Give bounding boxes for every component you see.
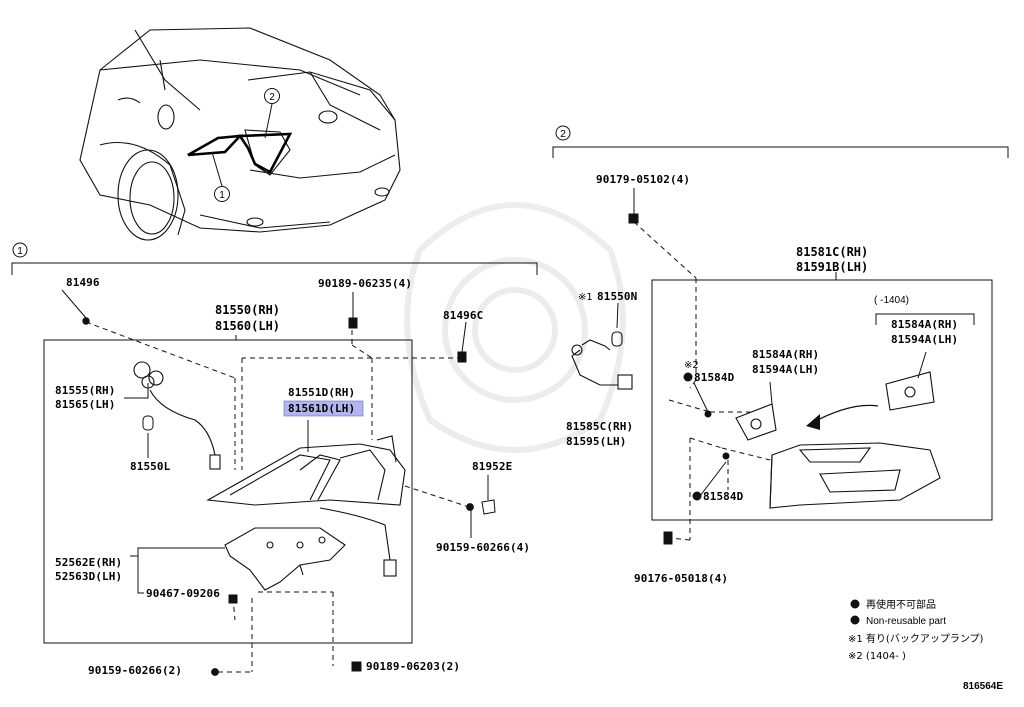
clip-81952e — [481, 499, 496, 515]
label-81555-rh: 81555(RH) — [55, 384, 116, 397]
label-81550-rh: 81550(RH) — [215, 303, 280, 317]
label-81585c-rh: 81585C(RH) — [566, 420, 633, 433]
nonreusable-dots — [683, 372, 702, 501]
diagram-id: 816564E — [963, 681, 1003, 692]
label-mark-1: ※1 — [578, 292, 593, 303]
socket-wire-81585c — [571, 331, 633, 390]
lamp-81581c — [769, 442, 941, 509]
install-arrow-head — [806, 414, 820, 430]
section-2-leaders — [633, 221, 771, 541]
section-1-solid-leaders — [61, 289, 489, 594]
gasket-81584a-1404 — [885, 371, 935, 411]
label-90467-09206: 90467-09206 — [146, 587, 220, 600]
callout-leaders-car — [211, 103, 273, 187]
car-rear-illustration — [79, 27, 401, 241]
label-81565-lh: 81565(LH) — [55, 398, 116, 411]
gasket-81584a — [735, 403, 777, 441]
legend-nonreusable-en: Non-reusable part — [866, 616, 946, 627]
legend-dot-en — [850, 615, 860, 625]
label-90176-05018: 90176-05018(4) — [634, 572, 728, 585]
legend-note-2: ※2 (1404- ) — [848, 651, 906, 662]
watermark — [404, 202, 626, 453]
fasteners-section-1 — [82, 317, 474, 676]
bulb-81550l — [142, 415, 154, 431]
highlight-81561d — [283, 400, 364, 417]
bracket-52562e — [224, 527, 346, 591]
label-81595-lh: 81595(LH) — [566, 435, 627, 448]
section-1-callout: 1 — [17, 246, 23, 257]
section-2-callout: 2 — [560, 129, 566, 140]
car-lamp-outline — [187, 132, 293, 174]
bulb-81550n — [611, 331, 623, 347]
label-81561d-lh: 81561D(LH) — [288, 402, 355, 415]
label-81584d-b: 81584D — [703, 490, 744, 503]
label-1404-range: ( -1404) — [874, 295, 909, 306]
label-81496c: 81496C — [443, 309, 483, 322]
label-90159-60266-2: 90159-60266(2) — [88, 664, 182, 677]
section-1-leaders — [85, 321, 467, 673]
label-90189-06235: 90189-06235(4) — [318, 277, 412, 290]
label-81550n: 81550N — [597, 290, 637, 303]
section-2-solid-leaders — [616, 188, 927, 497]
label-81594a-lh-top: 81594A(LH) — [891, 333, 958, 346]
install-arrow — [809, 404, 879, 425]
label-81560-lh: 81560(LH) — [215, 319, 280, 333]
label-81952e: 81952E — [472, 460, 512, 473]
fasteners-section-2 — [628, 213, 730, 545]
callout-1-car: 1 — [214, 186, 230, 202]
label-81581c-rh: 81581C(RH) — [796, 245, 868, 259]
label-81551d-rh: 81551D(RH) — [288, 386, 355, 399]
label-90179-05102: 90179-05102(4) — [596, 173, 690, 186]
label-90189-06203: 90189-06203(2) — [366, 660, 460, 673]
label-mark-2: ※2 — [684, 360, 699, 371]
legend-nonreusable-jp: 再使用不可部品 — [866, 598, 936, 611]
svg-text:1: 1 — [219, 190, 225, 201]
legend-dot-jp — [850, 599, 860, 609]
section-2: 2 — [552, 125, 1009, 521]
label-81496: 81496 — [66, 276, 100, 289]
label-81591b-lh: 81591B(LH) — [796, 260, 868, 274]
label-52562e-rh: 52562E(RH) — [55, 556, 122, 569]
legend: 再使用不可部品 Non-reusable part ※1 有り(バックアップラン… — [848, 598, 984, 662]
legend-note-1: ※1 有り(バックアップランプ) — [848, 632, 984, 645]
label-90159-60266-4: 90159-60266(4) — [436, 541, 530, 554]
label-81594a-lh: 81594A(LH) — [752, 363, 819, 376]
callout-2-car: 2 — [264, 88, 280, 104]
section-1: 1 — [11, 242, 538, 644]
tail-lamp-assembly — [206, 435, 406, 577]
label-52563d-lh: 52563D(LH) — [55, 570, 122, 583]
label-81584a-rh-top: 81584A(RH) — [891, 318, 958, 331]
socket-wire-81555 — [133, 361, 221, 470]
label-81550l: 81550L — [130, 460, 171, 473]
label-81584d-a: 81584D — [694, 371, 735, 384]
label-81584a-rh: 81584A(RH) — [752, 348, 819, 361]
svg-text:2: 2 — [269, 92, 275, 103]
